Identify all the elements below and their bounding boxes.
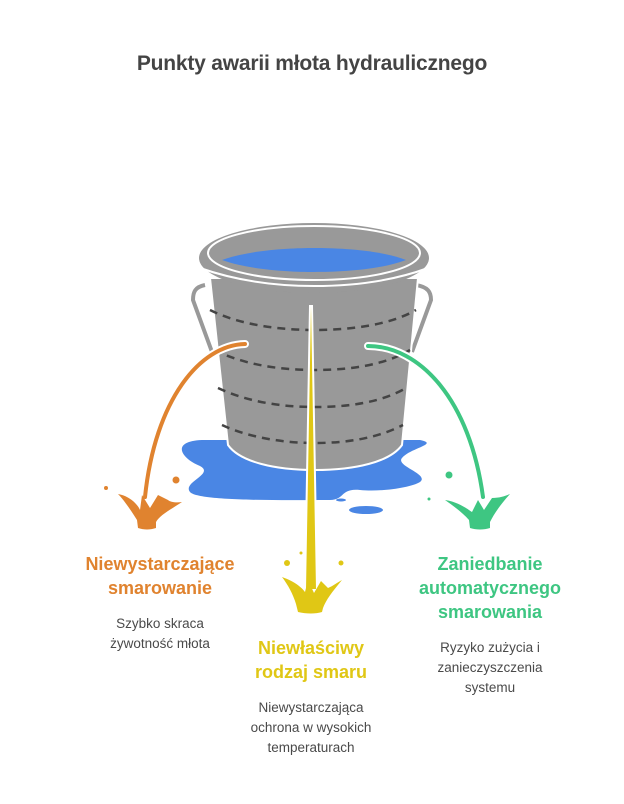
- description-line: temperaturach: [267, 740, 355, 755]
- failure-insufficient-lubrication: Niewystarczające smarowanie Szybko skrac…: [60, 552, 260, 654]
- bucket-handle: [190, 283, 434, 353]
- heading-line: smarowania: [437, 602, 543, 622]
- failure-heading: Zaniedbanie automatycznego smarowania: [395, 552, 585, 624]
- heading-line: automatycznego: [418, 578, 562, 598]
- heading-line: smarowanie: [107, 578, 213, 598]
- description-line: zanieczyszczenia: [437, 660, 543, 675]
- orange-leak-stream: [104, 340, 249, 530]
- description-line: Szybko skraca: [116, 616, 204, 631]
- description-line: żywotność młota: [110, 636, 210, 651]
- heading-line: Niewystarczające: [85, 554, 235, 574]
- yellow-leak-stream: [282, 305, 344, 614]
- heading-line: rodzaj smaru: [254, 662, 368, 682]
- failure-description: Niewystarczająca ochrona w wysokich temp…: [226, 698, 396, 758]
- heading-line: Niewłaściwy: [257, 638, 365, 658]
- failure-description: Szybko skraca żywotność młota: [60, 614, 260, 654]
- failure-heading: Niewystarczające smarowanie: [60, 552, 260, 600]
- failure-heading: Niewłaściwy rodzaj smaru: [226, 636, 396, 684]
- bucket-rim: [199, 223, 429, 293]
- description-line: Ryzyko zużycia i: [440, 640, 540, 655]
- failure-wrong-grease-type: Niewłaściwy rodzaj smaru Niewystarczając…: [226, 636, 396, 758]
- page-title: Punkty awarii młota hydraulicznego: [136, 52, 488, 75]
- heading-line: Zaniedbanie: [437, 554, 543, 574]
- description-line: systemu: [464, 680, 516, 695]
- failure-description: Ryzyko zużycia i zanieczyszczenia system…: [395, 638, 585, 698]
- description-line: Niewystarczająca: [258, 700, 364, 715]
- failure-neglected-auto-lubrication: Zaniedbanie automatycznego smarowania Ry…: [395, 552, 585, 698]
- green-leak-stream: [364, 342, 510, 530]
- description-line: ochrona w wysokich: [250, 720, 372, 735]
